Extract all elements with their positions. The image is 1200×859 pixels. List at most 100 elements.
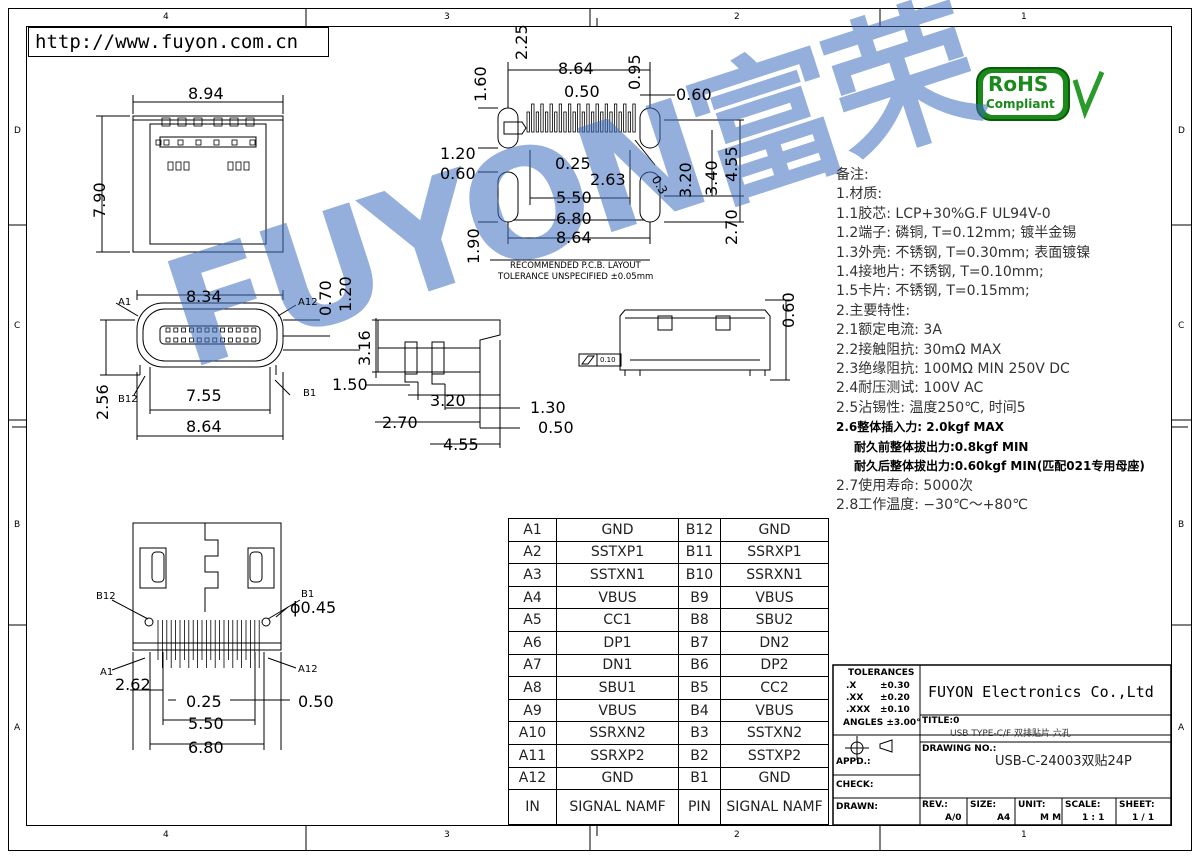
pin-id-cell: A10 <box>508 721 557 745</box>
sheet-value: 1 / 1 <box>1132 813 1155 823</box>
signal-name-cell: SBU1 <box>556 676 679 700</box>
pcb-pad <box>545 111 549 133</box>
contact-pin <box>235 327 241 333</box>
label-a1-face: A1 <box>118 297 132 308</box>
title-value: USB TYPE-C/F 双排贴片 六孔 <box>950 729 1071 739</box>
pcb-pad <box>600 111 604 133</box>
pin-id-cell: A3 <box>508 563 557 587</box>
pin-id-cell: A12 <box>508 766 557 791</box>
dim-pcb-0-60-top: 0.60 <box>676 85 712 104</box>
pcb-tolerance-note: TOLERANCE UNSPECIFIED ±0.05mm <box>498 272 654 282</box>
pcb-pad <box>535 111 540 133</box>
label-b12-face: B12 <box>118 394 138 405</box>
pin-id-cell: A11 <box>508 743 557 768</box>
drawing-number: USB-C-24003双贴24P <box>995 754 1132 769</box>
contact-pin <box>188 327 194 333</box>
scale-label: SCALE: <box>1065 800 1101 810</box>
company-name: FUYON Electronics Co.,Ltd <box>928 683 1154 701</box>
contact-pin <box>243 337 249 343</box>
pin-id-cell: B6 <box>678 653 721 678</box>
dim-side-3-16: 3.16 <box>355 330 374 366</box>
pin-id-cell: B7 <box>678 630 721 655</box>
signal-name-cell: SSRXN2 <box>556 721 679 745</box>
contact-pin <box>181 337 187 343</box>
dim-bottom-0-25: 0.25 <box>186 692 222 711</box>
pin-id-cell: B4 <box>678 698 721 723</box>
pcb-pad <box>627 111 632 133</box>
label-b1-bottom: B1 <box>301 589 315 600</box>
signal-name-cell: DN2 <box>720 630 829 655</box>
signal-name-cell: SBU2 <box>720 608 829 632</box>
dim-pcb-8-64-top: 8.64 <box>558 59 594 78</box>
dim-bottom-5-50: 5.50 <box>188 714 224 733</box>
pcb-layout-title: RECOMMENDED P.C.B. LAYOUT <box>510 261 641 271</box>
pin-header-cell: PIN <box>678 789 721 826</box>
note-line: 1.4接地片: 不锈钢, T=0.10mm; <box>836 264 1044 281</box>
pcb-pad <box>581 111 586 133</box>
pin-header-cell: IN <box>508 789 557 826</box>
contact-pin <box>204 337 210 343</box>
note-line: 2.2接触阻抗: 30mΩ MAX <box>836 341 1002 358</box>
signal-name-cell: GND <box>556 518 679 542</box>
pcb-pad <box>623 103 627 133</box>
signal-name-cell: SSTXP2 <box>720 743 829 768</box>
dim-rear-0-60: 0.60 <box>779 292 798 328</box>
label-a12-bottom: A12 <box>298 664 318 675</box>
dim-pcb-3-40: 3.40 <box>702 160 721 196</box>
zone-bottom-1: 1 <box>1021 830 1027 840</box>
note-line: 1.1胶芯: LCP+30%G.F UL94V-0 <box>836 205 1051 222</box>
rev-label: REV.: <box>922 800 948 810</box>
note-line: 2.4耐压测试: 100V AC <box>836 380 984 397</box>
signal-name-cell: SSRXP2 <box>556 743 679 768</box>
zone-top-3: 3 <box>444 12 450 22</box>
pcb-pad <box>595 103 599 133</box>
contact-pin <box>165 337 171 343</box>
unit-value: M M <box>1040 813 1062 823</box>
contact-pin <box>196 327 202 333</box>
contact-pin <box>188 337 194 343</box>
dim-pcb-5-50: 5.50 <box>556 188 592 207</box>
drawn-label: DRAWN: <box>836 802 879 812</box>
appd-label: APPD.: <box>836 757 871 767</box>
pcb-pad <box>586 103 590 133</box>
spec-notes: 备注: 1.材质: 1.1胶芯: LCP+30%G.F UL94V-0 1.2端… <box>836 166 1145 515</box>
note-line-bold: 耐久前整体拔出力:0.8kgf MIN <box>854 439 1029 454</box>
contact-pin <box>204 327 210 333</box>
zone-top-1: 1 <box>1021 12 1027 22</box>
note-line: 2.7使用寿命: 5000次 <box>836 477 974 494</box>
pin-id-cell: A4 <box>508 585 557 610</box>
signal-name-cell: VBUS <box>556 698 679 723</box>
dim-pcb-2-63: 2.63 <box>590 170 626 189</box>
zone-bottom-2: 2 <box>734 830 740 840</box>
zone-right-b: B <box>1178 520 1185 530</box>
note-line: 2.8工作温度: −30℃～+80℃ <box>836 496 1028 513</box>
pcb-pad <box>614 103 618 133</box>
label-b1-face: B1 <box>303 388 317 399</box>
tol-x-value: ±0.30 <box>880 681 910 691</box>
pcb-pad <box>568 103 572 133</box>
pcb-pad <box>632 103 636 133</box>
pcb-pad <box>531 103 535 133</box>
sheet-label: SHEET: <box>1119 800 1155 810</box>
contact-pin <box>173 327 179 333</box>
note-line: 2.3绝缘阻抗: 100MΩ MIN 250V DC <box>836 361 1070 378</box>
tol-angles: ANGLES ±3.00° <box>843 718 921 728</box>
pcb-pad <box>572 111 576 133</box>
signal-name-cell: SSTXP1 <box>556 540 679 565</box>
website-url[interactable]: http://www.fuyon.com.cn <box>28 27 329 57</box>
contact-pin <box>220 327 226 333</box>
contact-pin <box>196 337 202 343</box>
pin-id-cell: A2 <box>508 540 557 565</box>
pcb-pad <box>604 103 609 133</box>
zone-right-a: A <box>1178 723 1185 733</box>
label-a1-bottom: A1 <box>100 667 114 678</box>
pcb-pad <box>618 111 622 133</box>
note-line: 2.1额定电流: 3A <box>836 322 942 339</box>
note-line: 1.2端子: 磷铜, T=0.12mm; 镀半金锡 <box>836 225 1077 242</box>
